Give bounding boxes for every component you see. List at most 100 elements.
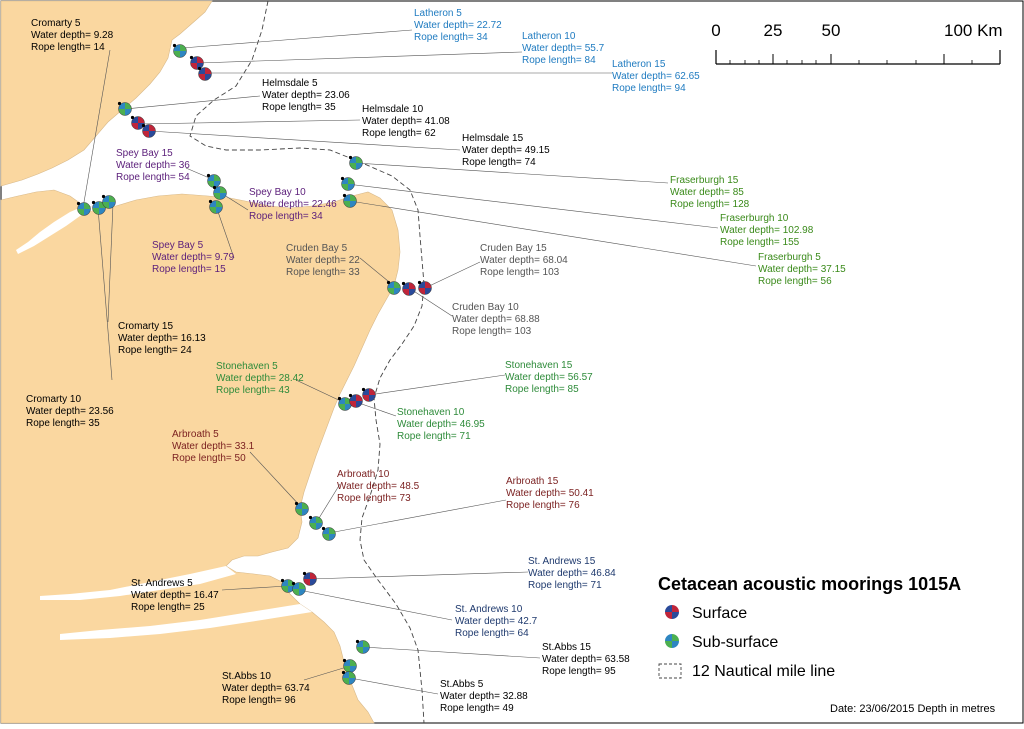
site-label-name: Spey Bay 15: [116, 148, 173, 159]
site-label-name: Arbroath 15: [506, 476, 559, 487]
mooring-marker-cruden-bay-10: [401, 281, 416, 296]
mooring-marker-arbroath-10: [308, 515, 323, 530]
mooring-marker-arbroath-15: [321, 526, 336, 541]
site-label-name: Spey Bay 5: [152, 240, 204, 251]
mooring-marker-cromarty-15: [101, 194, 116, 209]
site-label-depth: Water depth= 23.06: [262, 90, 350, 101]
site-label-depth: Water depth= 28.42: [216, 373, 304, 384]
scale-tick-25: 25: [764, 21, 783, 40]
site-label-depth: Water depth= 55.7: [522, 43, 605, 54]
mooring-marker-arbroath-5: [294, 501, 309, 516]
site-label-rope: Rope length= 56: [758, 276, 832, 287]
legend-surface-label: Surface: [692, 605, 747, 622]
mooring-marker-spey-bay-5: [208, 199, 223, 214]
site-label-depth: Water depth= 41.08: [362, 116, 450, 127]
mooring-marker-latheron-15: [197, 66, 212, 81]
site-label-name: Fraserburgh 10: [720, 213, 789, 224]
site-label-rope: Rope length= 54: [116, 172, 190, 183]
site-label-depth: Water depth= 42.7: [455, 616, 538, 627]
site-label-depth: Water depth= 46.95: [397, 419, 485, 430]
mooring-marker-st-andrews-15: [302, 571, 317, 586]
site-label-depth: Water depth= 50.41: [506, 488, 594, 499]
site-label-depth: Water depth= 48.5: [337, 481, 420, 492]
site-label-rope: Rope length= 71: [528, 580, 602, 591]
site-label-rope: Rope length= 103: [452, 326, 532, 337]
site-label-depth: Water depth= 9.28: [31, 30, 114, 41]
mooring-marker-st-andrews-10: [291, 581, 306, 596]
mooring-marker-cromarty-10: [91, 200, 106, 215]
site-label-rope: Rope length= 25: [131, 602, 205, 613]
mooring-marker-st-abbs-10: [342, 658, 357, 673]
legend-boundary-swatch: [658, 663, 682, 679]
site-label-depth: Water depth= 36: [116, 160, 190, 171]
legend-subsurface-icon: [665, 634, 679, 648]
site-label-name: Arbroath 5: [172, 429, 219, 440]
site-label-depth: Water depth= 33.1: [172, 441, 255, 452]
site-label-rope: Rope length= 155: [720, 237, 800, 248]
legend-boundary-label: 12 Nautical mile line: [692, 663, 835, 680]
site-label-depth: Water depth= 16.47: [131, 590, 219, 601]
site-label-rope: Rope length= 49: [440, 703, 514, 714]
site-label-name: Cruden Bay 5: [286, 243, 348, 254]
site-label-rope: Rope length= 94: [612, 83, 686, 94]
firth-of-forth: [60, 604, 312, 640]
mooring-marker-spey-bay-15: [206, 173, 221, 188]
moray-firth-inner: [16, 206, 98, 254]
site-label-name: Cromarty 15: [118, 321, 173, 332]
site-label-rope: Rope length= 43: [216, 385, 290, 396]
legend-surface-icon: [665, 605, 679, 619]
site-label-name: St.Abbs 10: [222, 671, 271, 682]
mooring-marker-st-andrews-5: [280, 578, 295, 593]
legend: Cetacean acoustic moorings 1015A Surface…: [658, 574, 961, 680]
site-label-rope: Rope length= 74: [462, 157, 536, 168]
site-label-rope: Rope length= 35: [262, 102, 336, 113]
site-label-name: Latheron 10: [522, 31, 576, 42]
site-label-name: Stonehaven 5: [216, 361, 278, 372]
site-label-name: Stonehaven 10: [397, 407, 465, 418]
twelve-nm-line: [189, 0, 425, 724]
site-label-name: Helmsdale 5: [262, 78, 318, 89]
site-label-name: Cruden Bay 10: [452, 302, 519, 313]
site-label-name: Latheron 15: [612, 59, 666, 70]
site-label-name: Latheron 5: [414, 8, 462, 19]
mooring-marker-stonehaven-10: [348, 393, 363, 408]
mooring-marker-helmsdale-10: [130, 115, 145, 130]
map-title: Cetacean acoustic moorings 1015A: [658, 574, 961, 594]
site-label-name: Stonehaven 15: [505, 360, 573, 371]
mooring-marker-st-abbs-15: [355, 639, 370, 654]
scale-bar: 0 25 50 100 Km: [711, 21, 1003, 65]
mooring-marker-fraserburgh-5: [342, 193, 357, 208]
site-label-rope: Rope length= 62: [362, 128, 436, 139]
site-label-name: Cromarty 10: [26, 394, 81, 405]
mooring-marker-spey-bay-10: [212, 185, 227, 200]
site-label-rope: Rope length= 84: [522, 55, 596, 66]
site-label-depth: Water depth= 62.65: [612, 71, 700, 82]
site-label-depth: Water depth= 85: [670, 187, 744, 198]
site-label-name: Cruden Bay 15: [480, 243, 547, 254]
mooring-marker-fraserburgh-15: [348, 155, 363, 170]
site-label-depth: Water depth= 68.88: [452, 314, 540, 325]
site-label-depth: Water depth= 16.13: [118, 333, 206, 344]
